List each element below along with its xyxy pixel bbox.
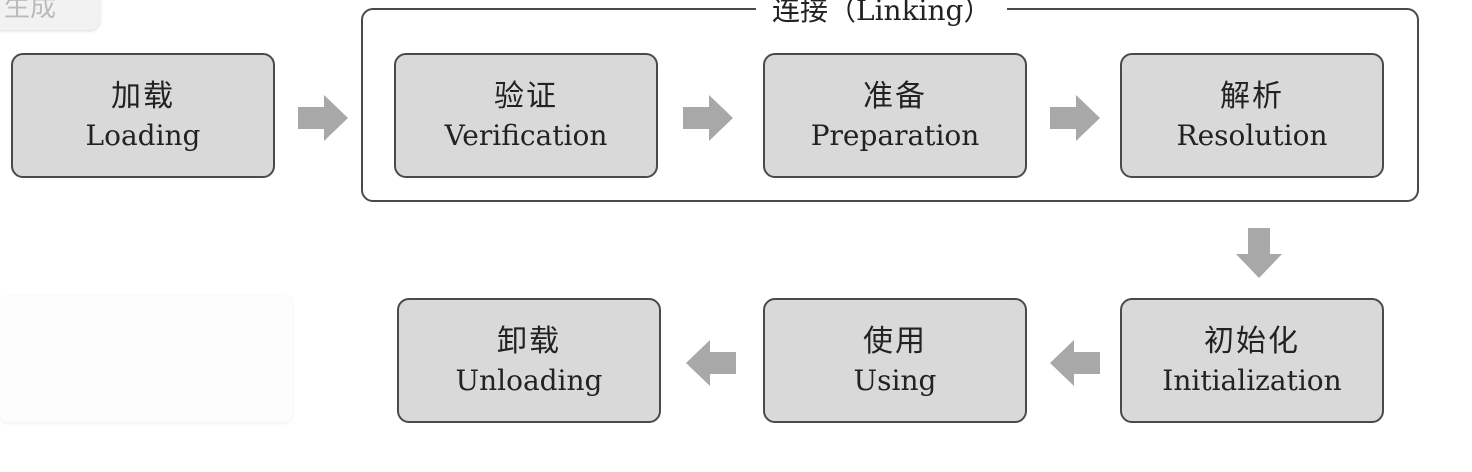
stage-preparation-zh: 准备 xyxy=(863,78,927,114)
stage-preparation-en: Preparation xyxy=(810,118,980,152)
stage-using-zh: 使用 xyxy=(863,323,927,359)
stage-initialization-zh: 初始化 xyxy=(1204,323,1300,359)
stage-verification-zh: 验证 xyxy=(494,78,558,114)
arrow-right-icon xyxy=(1050,95,1100,141)
stage-resolution-en: Resolution xyxy=(1176,118,1328,152)
generate-tag[interactable]: 生成 xyxy=(0,0,100,30)
arrow-right-icon xyxy=(298,95,348,141)
stage-verification-en: Verification xyxy=(444,118,608,152)
arrow-down-icon xyxy=(1236,228,1282,278)
stage-unloading: 卸载 Unloading xyxy=(397,298,661,423)
stage-preparation: 准备 Preparation xyxy=(763,53,1027,178)
stage-using: 使用 Using xyxy=(763,298,1027,423)
stage-resolution-zh: 解析 xyxy=(1220,78,1284,114)
arrow-left-icon xyxy=(686,340,736,386)
stage-using-en: Using xyxy=(853,363,937,397)
stage-verification: 验证 Verification xyxy=(394,53,658,178)
stage-loading: 加载 Loading xyxy=(11,53,275,178)
arrow-left-icon xyxy=(1050,340,1100,386)
linking-group-title: 连接（Linking） xyxy=(756,0,1008,25)
blank-panel xyxy=(0,296,292,422)
stage-unloading-zh: 卸载 xyxy=(497,323,561,359)
arrow-right-icon xyxy=(683,95,733,141)
stage-loading-zh: 加载 xyxy=(111,78,175,114)
stage-loading-en: Loading xyxy=(85,118,201,152)
stage-initialization-en: Initialization xyxy=(1162,363,1342,397)
stage-initialization: 初始化 Initialization xyxy=(1120,298,1384,423)
stage-unloading-en: Unloading xyxy=(455,363,603,397)
stage-resolution: 解析 Resolution xyxy=(1120,53,1384,178)
